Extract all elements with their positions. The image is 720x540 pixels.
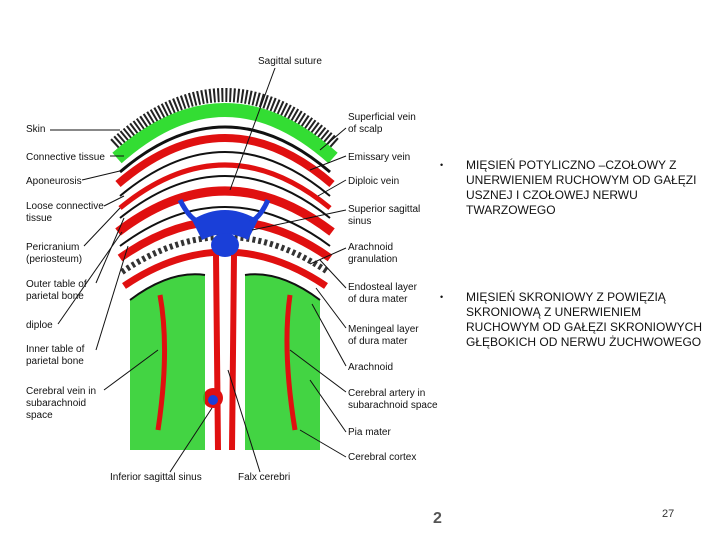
label-pia-mater: Pia mater [348,427,391,438]
cerebral-artery [284,294,298,431]
bullet-list: • MIĘSIEŃ POTYLICZNO –CZOŁOWY Z UNERWIEN… [440,158,710,350]
inferior-sagittal-sinus-lumen [208,395,218,405]
label-cerebral-artery-2: subarachnoid space [348,400,438,411]
cerebral-cortex-left [130,274,205,450]
diploic-vein-right [248,198,271,225]
connective-tissue-band [112,103,338,164]
scalp-meninges-diagram: Skin Connective tissue Aponeurosis Loose… [26,56,438,483]
label-superior-sinus-2: sinus [348,216,371,227]
leader-lines [50,67,347,473]
superficial-vessel-band [115,134,335,188]
label-outer-table-2: parietal bone [26,291,84,302]
label-skin: Skin [26,124,45,135]
pia-mater-left [129,273,206,301]
label-endosteal-2: of dura mater [348,294,408,305]
corner-glyph: 2 [433,510,442,527]
label-pericranium-2: (periosteum) [26,254,82,265]
label-pericranium: Pericranium [26,242,79,253]
label-cerebral-vein-3: space [26,410,53,421]
label-cerebral-vein: Cerebral vein in [26,386,96,397]
diploic-vein [177,198,201,225]
outer-table-band [119,175,331,219]
label-meningeal-2: of dura mater [348,336,408,347]
label-diploe: diploe [26,320,53,331]
sinus-center [211,233,239,257]
label-inner-table-2: parietal bone [26,356,84,367]
label-superficial-vein-2: of scalp [348,124,383,135]
diploe-band [115,186,335,236]
label-inner-table: Inner table of [26,344,85,355]
label-cerebral-vein-2: subarachnoid [26,398,86,409]
loose-connective-band [119,151,331,197]
inner-table-band [119,206,331,247]
label-cerebral-artery: Cerebral artery in [348,388,425,399]
superior-sagittal-sinus [192,210,258,240]
bullet-marker: • [440,292,444,302]
label-emissary-vein: Emissary vein [348,152,410,163]
falx-cerebri [213,254,237,451]
meningeal-dura-band [122,248,328,289]
label-inferior-sinus: Inferior sagittal sinus [110,472,202,483]
cerebral-vein [155,294,168,431]
pia-mater-right [244,273,321,301]
label-cerebral-cortex: Cerebral cortex [348,452,416,463]
bullet-marker: • [440,160,444,170]
label-sagittal-suture: Sagittal suture [258,56,322,67]
label-aponeurosis: Aponeurosis [26,176,82,187]
page-number: 27 [662,508,675,520]
label-loose-connective-2: tissue [26,213,53,224]
label-falx-cerebri: Falx cerebri [238,472,290,483]
label-arachnoid: Arachnoid [348,362,393,373]
label-loose-connective: Loose connective [26,201,104,212]
label-diploic-vein: Diploic vein [348,176,399,187]
bullet-text-occipitofrontalis: MIĘSIEŃ POTYLICZNO –CZOŁOWY Z UNERWIENIE… [466,158,697,217]
label-meningeal: Meningeal layer [348,324,419,335]
label-endosteal: Endosteal layer [348,282,418,293]
bullet-item: • MIĘSIEŃ SKRONIOWY Z POWIĘZIĄ SKRONIOWĄ… [440,290,710,350]
label-connective-tissue: Connective tissue [26,152,105,163]
label-outer-table: Outer table of [26,279,87,290]
label-superior-sinus: Superior sagittal [348,204,420,215]
bullet-text-temporalis: MIĘSIEŃ SKRONIOWY Z POWIĘZIĄ SKRONIOWĄ Z… [466,290,703,349]
pericranium-band [118,162,332,210]
aponeurosis-band [119,125,331,174]
cerebral-cortex-right [245,274,320,450]
label-superficial-vein: Superficial vein [348,112,416,123]
label-arachnoid-granulation-2: granulation [348,254,397,265]
label-arachnoid-granulation: Arachnoid [348,242,393,253]
bullet-item: • MIĘSIEŃ POTYLICZNO –CZOŁOWY Z UNERWIEN… [440,158,710,218]
